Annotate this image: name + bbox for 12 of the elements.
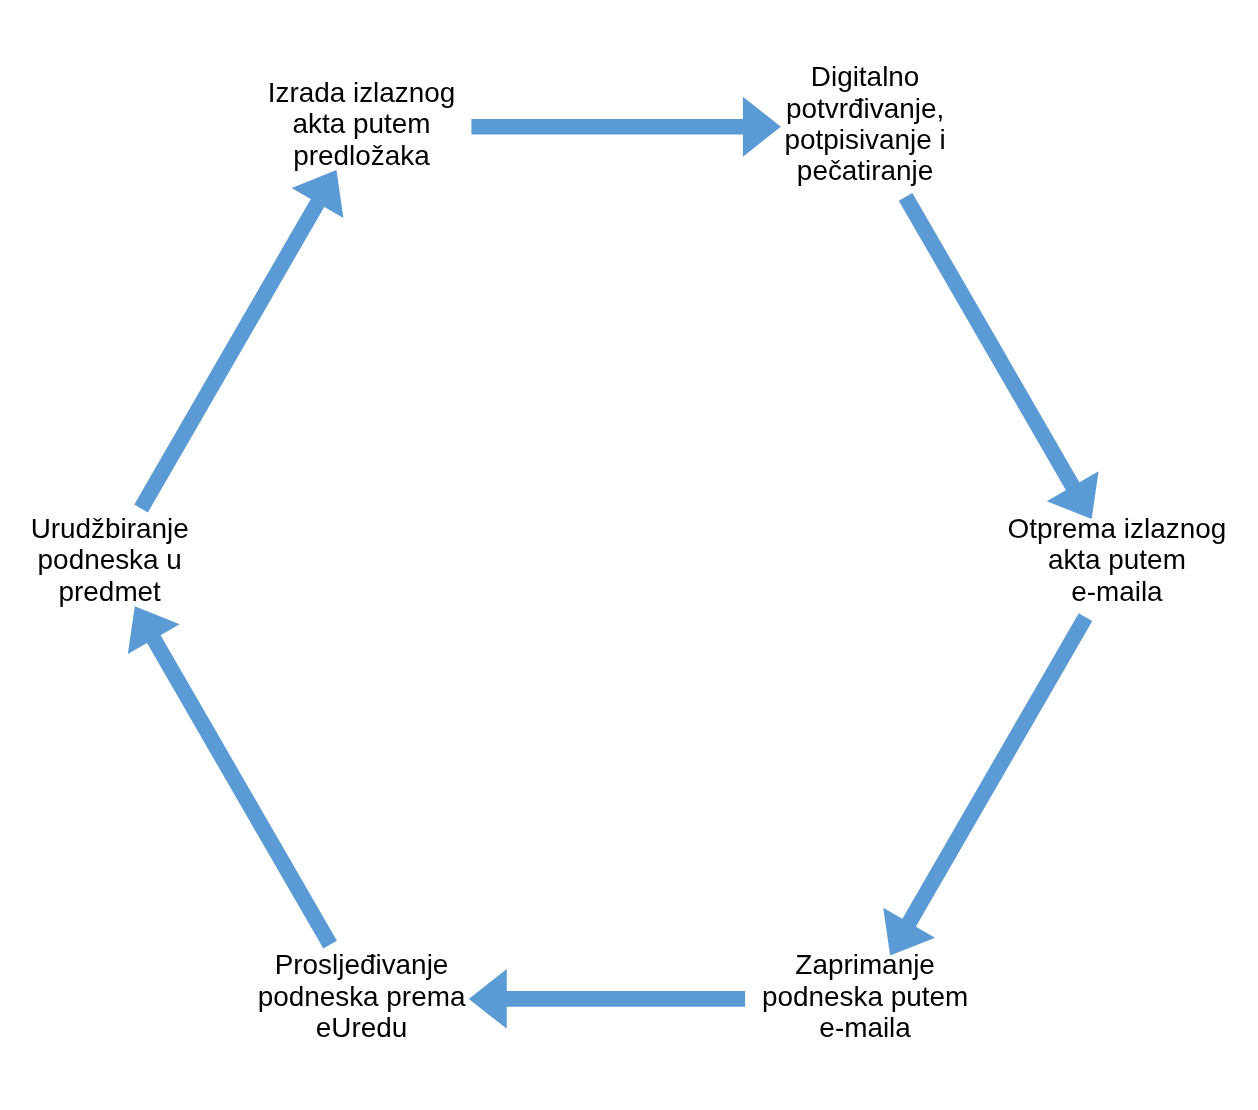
arrow bbox=[883, 613, 1093, 956]
node-text: Otprema izlaznog akta putem e-maila bbox=[1007, 513, 1227, 607]
arrow bbox=[468, 969, 746, 1029]
node-text: Prosljeđivanje podneska prema eUredu bbox=[257, 949, 466, 1043]
node-text: Urudžbiranje podneska u predmet bbox=[30, 513, 189, 607]
arrow bbox=[134, 170, 344, 513]
node-text: Izrada izlaznog akta putem predložaka bbox=[267, 76, 456, 171]
node-text: Digitalno potvrđivanje, potpisivanje i pečatiranje bbox=[784, 61, 946, 187]
arrow bbox=[471, 96, 781, 157]
node-text: Zaprimanje podneska putem e-maila bbox=[761, 949, 969, 1043]
arrow bbox=[127, 606, 337, 949]
arrow bbox=[898, 192, 1099, 520]
